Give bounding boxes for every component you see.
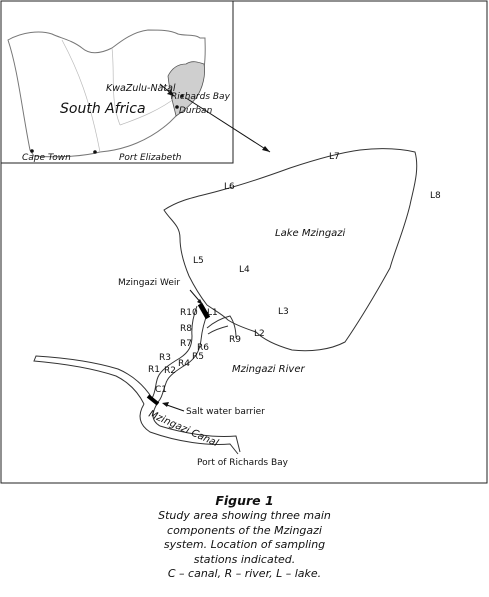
label-south-africa: South Africa: [60, 101, 146, 117]
label-richards-bay: Richards Bay: [171, 92, 231, 102]
station-r2: R2: [164, 366, 176, 376]
caption-line-3: system. Location of sampling: [163, 538, 326, 552]
station-l5: L5: [193, 256, 204, 266]
station-l7: L7: [329, 152, 340, 162]
label-mzingazi-weir: Mzingazi Weir: [118, 278, 180, 288]
lake-mzingazi-outline: [163, 148, 418, 352]
label-port-elizabeth: Port Elizabeth: [119, 153, 182, 163]
label-durban: Durban: [179, 106, 213, 116]
inset-connector-line: [185, 97, 271, 153]
south-africa-outline: [7, 29, 206, 158]
internal-border-1: [111, 47, 121, 126]
label-cape-town: Cape Town: [22, 153, 71, 163]
weir-arrowhead: [197, 299, 203, 305]
internal-border-3: [61, 39, 101, 153]
mzingazi-river-bank-east: [157, 311, 209, 403]
caption-line-4: stations indicated.: [193, 552, 296, 566]
station-r8: R8: [180, 324, 192, 334]
kwazulu-natal-region: [167, 61, 205, 117]
salt-water-barrier-bar: [146, 394, 160, 406]
richards-bay-dot: [180, 94, 184, 98]
inset-connector-arrowhead: [262, 146, 270, 152]
mzingazi-canal-south: [139, 401, 241, 455]
station-l8: L8: [430, 191, 441, 201]
study-area-map: KwaZulu-Natal South Africa Richards Bay …: [0, 0, 488, 484]
station-l2: L2: [254, 329, 265, 339]
figure-number: Figure 1: [215, 493, 274, 508]
kzn-pointer-arrowhead: [167, 90, 174, 96]
figure-caption: Figure 1 Study area showing three main c…: [0, 492, 489, 582]
durban-dot: [175, 105, 179, 109]
station-r3: R3: [159, 353, 171, 363]
station-r1: R1: [148, 365, 160, 375]
inset-frame: [0, 0, 234, 164]
station-r5: R5: [192, 352, 204, 362]
station-l3: L3: [278, 307, 289, 317]
station-r10: R10: [180, 308, 198, 318]
canal-west-arm: [33, 355, 153, 405]
station-r7: R7: [180, 339, 192, 349]
station-r6: R6: [197, 343, 209, 353]
cape-town-dot: [30, 149, 34, 153]
label-mzingazi-river: Mzingazi River: [232, 364, 305, 375]
inset-map: KwaZulu-Natal South Africa Richards Bay …: [0, 0, 234, 164]
station-l6: L6: [224, 182, 235, 192]
station-c1: C1: [155, 385, 167, 395]
river-branch-r9: [206, 315, 237, 339]
caption-line-5: C – canal, R – river, L – lake.: [167, 567, 322, 581]
caption-line-1: Study area showing three main: [158, 509, 331, 522]
station-r4: R4: [178, 359, 190, 369]
label-port-of-richards-bay: Port of Richards Bay: [197, 458, 289, 468]
main-map-frame: [0, 0, 488, 484]
station-r9: R9: [229, 335, 241, 345]
label-salt-water-barrier: Salt water barrier: [186, 407, 265, 417]
mzingazi-river-bank-west: [151, 305, 198, 399]
port-elizabeth-dot: [93, 150, 97, 154]
barrier-arrowhead: [162, 402, 169, 407]
mzingazi-weir-bar: [197, 302, 211, 320]
station-l4: L4: [239, 265, 250, 275]
label-kwazulu-natal: KwaZulu-Natal: [106, 83, 176, 94]
label-lake-mzingazi: Lake Mzingazi: [275, 228, 346, 239]
station-l1: L1: [207, 308, 218, 318]
caption-line-2: components of the Mzingazi: [167, 523, 322, 537]
